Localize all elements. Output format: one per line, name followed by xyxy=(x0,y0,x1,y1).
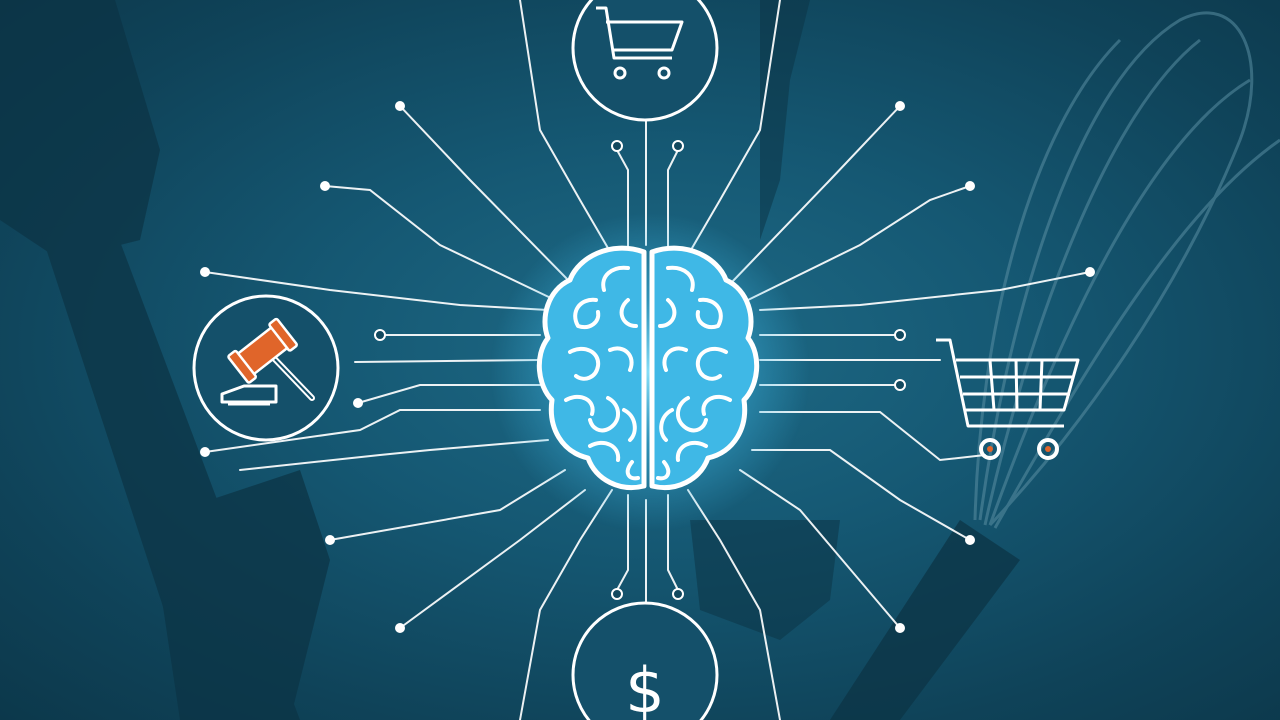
shopping-cart-icon xyxy=(936,338,1080,460)
shopping-cart-icon xyxy=(596,6,684,80)
dollar-icon: $ xyxy=(625,654,664,720)
circuit-nodes xyxy=(200,101,1095,633)
right-cart xyxy=(936,338,1080,460)
left-gavel-badge xyxy=(192,294,340,442)
bottom-dollar-badge: $ xyxy=(571,601,719,720)
spatula-silhouette xyxy=(0,0,160,260)
top-cart-badge xyxy=(571,0,719,122)
background-silhouettes xyxy=(0,0,1020,720)
gavel-icon xyxy=(220,317,315,406)
ladle-silhouette xyxy=(760,0,810,240)
brain-icon xyxy=(536,245,760,490)
whisk-handle-silhouette xyxy=(830,520,1020,720)
circuit-lines xyxy=(204,0,1091,720)
whisk-silhouette xyxy=(973,11,1280,529)
